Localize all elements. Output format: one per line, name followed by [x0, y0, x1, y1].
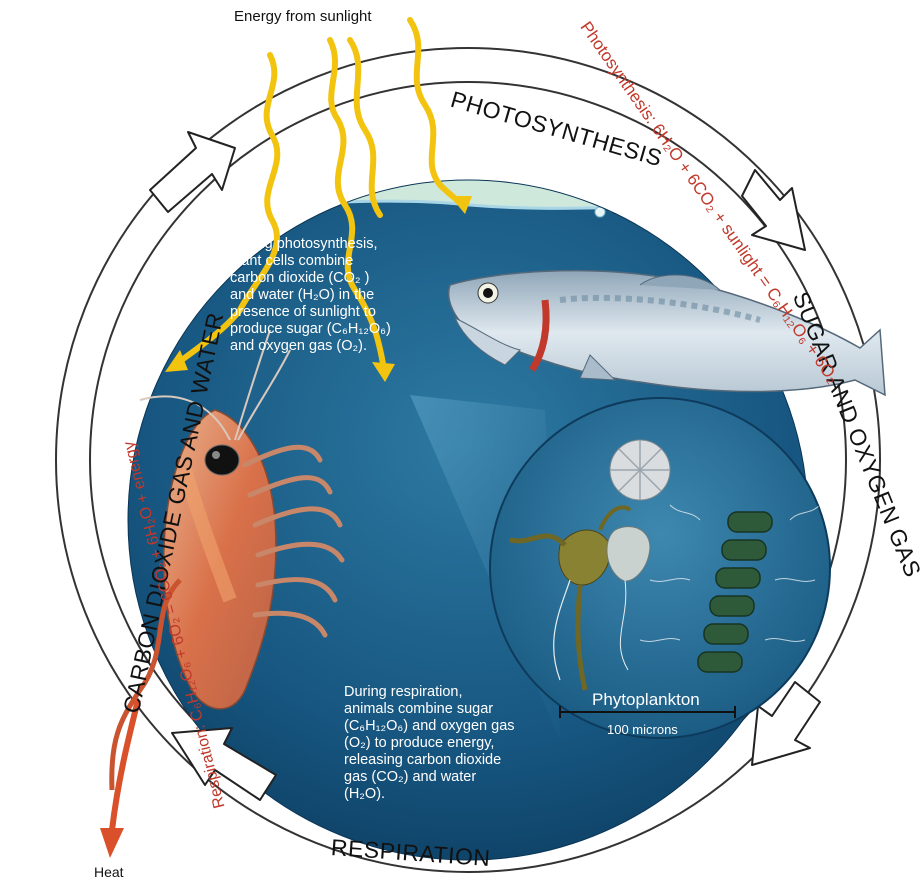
- photosynthesis-text-line: carbon dioxide (CO₂ ): [230, 270, 391, 287]
- phytoplankton-inset: [490, 398, 830, 738]
- phytoplankton-title: Phytoplankton: [592, 690, 700, 710]
- respiration-text-line: (O₂) to produce energy,: [344, 735, 515, 752]
- respiration-text-line: releasing carbon dioxide: [344, 752, 515, 769]
- respiration-description: During respiration, animals combine suga…: [344, 684, 515, 803]
- respiration-text-line: (C₆H₁₂O₆) and oxygen gas: [344, 718, 515, 735]
- photosynthesis-text-line: and water (H₂O) in the: [230, 287, 391, 304]
- sun-ray-3: [350, 40, 380, 215]
- respiration-text-line: gas (CO₂) and water: [344, 769, 515, 786]
- respiration-text-line: During respiration,: [344, 684, 515, 701]
- photosynthesis-text-line: and oxygen gas (O₂).: [230, 338, 391, 355]
- photosynthesis-text-line: produce sugar (C₆H₁₂O₆): [230, 321, 391, 338]
- photosynthesis-text-line: presence of sunlight to: [230, 304, 391, 321]
- heat-label: Heat: [94, 864, 124, 880]
- energy-label: Energy from sunlight: [234, 8, 372, 25]
- scale-label: 100 microns: [607, 722, 678, 737]
- photosynthesis-text-line: plant cells combine: [230, 253, 391, 270]
- photosynthesis-description: During photosynthesis, plant cells combi…: [230, 236, 391, 355]
- photosynthesis-text-line: During photosynthesis,: [230, 236, 391, 253]
- respiration-text-line: animals combine sugar: [344, 701, 515, 718]
- respiration-text-line: (H₂O).: [344, 786, 515, 803]
